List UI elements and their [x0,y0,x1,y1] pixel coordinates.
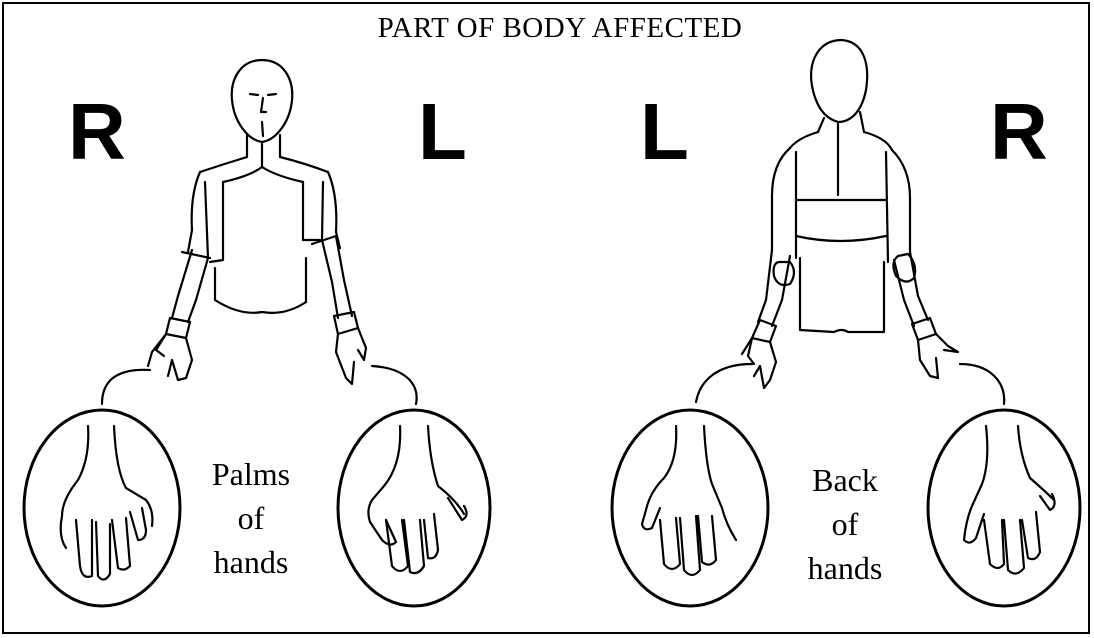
back-right-arm [894,252,928,326]
back-right-connector [960,364,1004,404]
back-left-back-hand [642,426,736,575]
front-left-connector [372,366,417,404]
front-face-eyes [250,94,276,95]
front-left-palm-hand [368,426,466,573]
front-left-palm-circle [338,410,490,606]
back-left-hand [742,338,776,388]
front-caption-line-3: hands [196,540,306,584]
back-right-hand-circle [928,410,1080,606]
front-right-palm-circle [24,410,180,606]
back-right-back-hand [964,426,1055,574]
front-right-hand [148,334,192,380]
front-left-hand [336,328,366,384]
front-right-palm-hand [61,426,153,580]
back-head [811,40,867,122]
front-left-arm [322,236,352,318]
front-right-arm [172,250,208,322]
back-shoulders [790,132,892,150]
front-face-mouth [262,122,263,136]
front-caption-line-2: of [196,496,306,540]
front-right-connector [102,370,150,404]
front-collar [200,157,328,172]
back-caption-line-1: Back [790,458,900,502]
back-left-connector [696,364,752,402]
back-caption: Back of hands [790,458,900,590]
front-face-nose [261,98,266,112]
front-body-figure [102,60,417,404]
back-caption-line-2: of [790,502,900,546]
back-body-figure [696,40,1004,404]
back-right-hand [918,334,958,378]
front-caption: Palms of hands [196,452,306,584]
front-caption-line-1: Palms [196,452,306,496]
back-caption-line-3: hands [790,546,900,590]
back-torso [772,148,910,255]
back-left-hand-circle [612,410,768,606]
